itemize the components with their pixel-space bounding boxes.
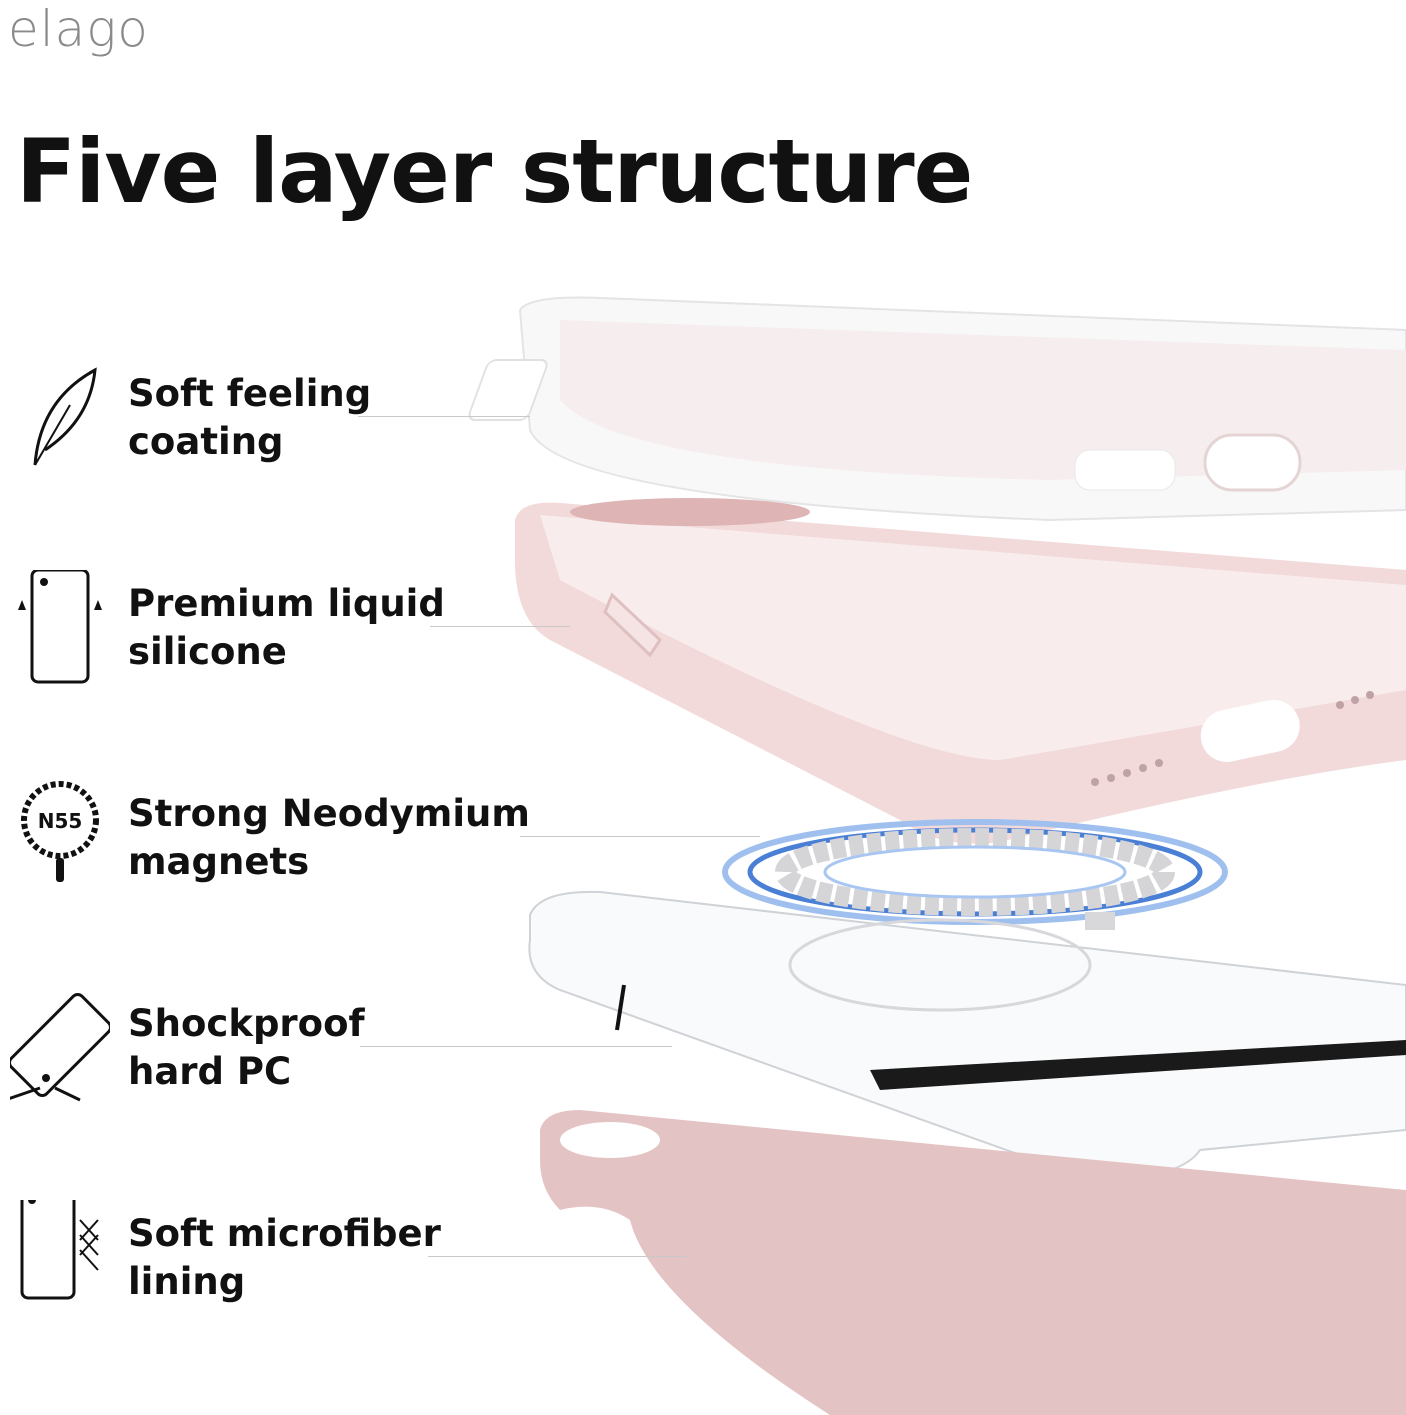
connector-line (520, 836, 760, 837)
microfiber-phone-icon (20, 1200, 99, 1300)
hard-pc-layer (528, 890, 1406, 1182)
feature-neodymium-magnets: N55 Strong Neodymium magnets (0, 781, 760, 920)
feature-title: Strong Neodymium (128, 792, 530, 835)
feature-subtitle: hard PC (128, 1050, 292, 1093)
feature-title: Shockproof (128, 1002, 365, 1045)
n55-badge: N55 (38, 809, 83, 833)
coating-layer (468, 296, 1406, 522)
feature-subtitle: magnets (128, 840, 310, 883)
shockproof-phone-icon (10, 992, 110, 1102)
feature-title: Soft microfiber (128, 1212, 441, 1255)
feature-shockproof-pc: Shockproof hard PC (0, 992, 700, 1130)
brand-logo: elago (8, 0, 149, 58)
silicone-layer (515, 498, 1406, 844)
connector-line (428, 1256, 686, 1257)
feature-title: Premium liquid (128, 582, 445, 625)
connector-line (430, 626, 570, 627)
page-title: Five layer structure (16, 120, 973, 223)
feature-liquid-silicone: Premium liquid silicone (0, 570, 700, 710)
feature-title: Soft feeling (128, 372, 372, 415)
feature-subtitle: lining (128, 1260, 246, 1303)
phone-outline-icon (18, 570, 102, 684)
magnet-icon: N55 (21, 781, 99, 882)
feature-subtitle: silicone (128, 630, 287, 673)
microfiber-layer (540, 1110, 1406, 1415)
connector-line (360, 1046, 672, 1047)
feature-subtitle: coating (128, 420, 284, 463)
connector-line (358, 416, 530, 417)
feather-icon (33, 367, 97, 466)
feature-soft-coating: Soft feeling coating (0, 367, 700, 500)
feature-microfiber-lining: Soft microfiber lining (0, 1200, 700, 1340)
